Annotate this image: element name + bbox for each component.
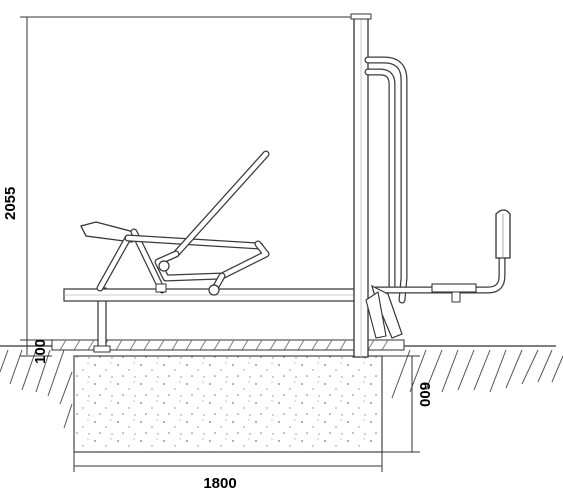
- small-seat-pad: [431, 283, 477, 303]
- height-dimension-label: 2055: [2, 187, 19, 220]
- concrete-foundation: [73, 355, 383, 453]
- rowing-mechanism: [80, 150, 270, 296]
- rear-tube-frame: [364, 56, 506, 304]
- post-bracket: [365, 284, 403, 339]
- height-dimension: 2055: [2, 16, 34, 340]
- ground-offset-dimension: 100: [20, 339, 52, 364]
- ground-offset-dimension-label: 100: [32, 339, 49, 364]
- foundation-width-dimension: 1800: [73, 452, 383, 492]
- foundation-depth-dimension: 600: [382, 355, 433, 453]
- foundation-width-dimension-label: 1800: [203, 475, 236, 492]
- outline-frame: [26, 16, 360, 355]
- footrest-pedal: [495, 209, 511, 259]
- main-vertical-post: [350, 13, 372, 358]
- foundation-depth-dimension-label: 600: [416, 382, 433, 407]
